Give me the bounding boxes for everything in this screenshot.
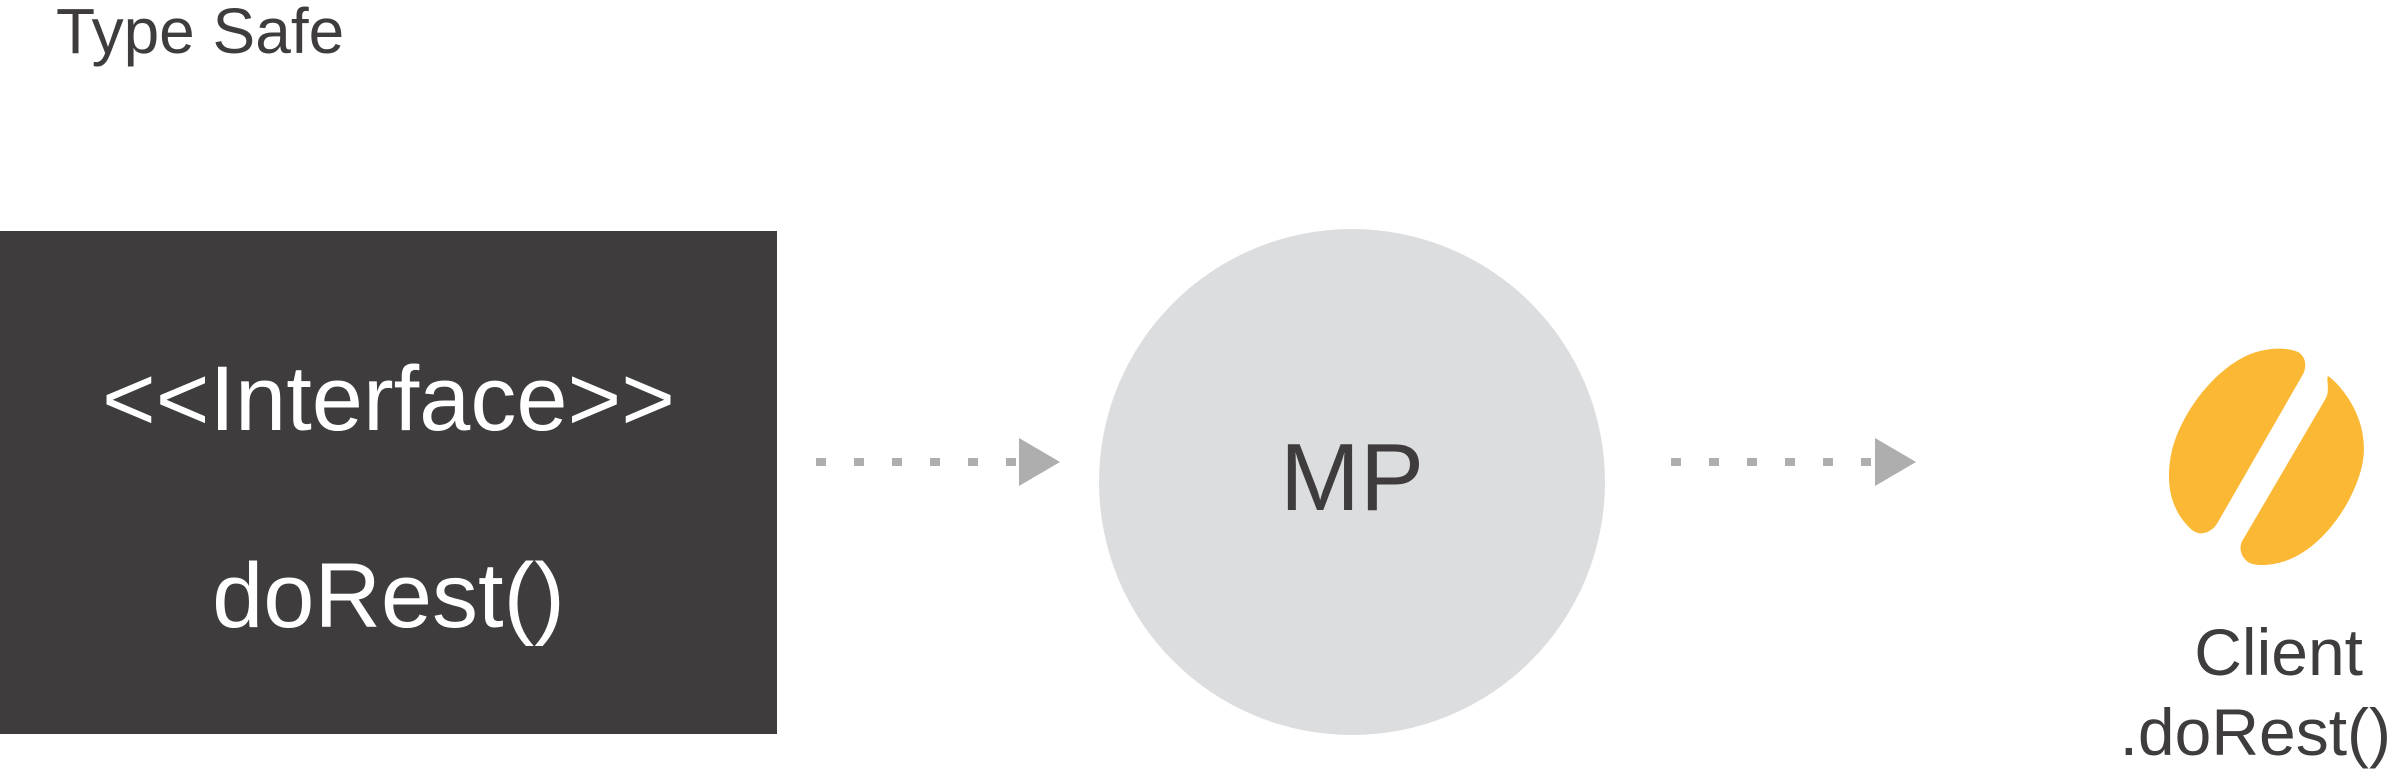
arrow-interface-to-mp xyxy=(816,438,1060,486)
mp-node-label: MP xyxy=(1280,424,1424,531)
diagram-title: Type Safe xyxy=(56,0,345,67)
arrowhead xyxy=(1019,438,1060,486)
interface-box xyxy=(0,231,777,734)
coffee-bean-icon xyxy=(2168,348,2364,565)
mp-node-circle xyxy=(1099,229,1605,735)
interface-method-label: doRest() xyxy=(212,545,565,647)
client-node-label: Client xyxy=(2194,615,2363,689)
client-method-label: .doRest() xyxy=(2119,695,2391,769)
arrow-mp-to-client xyxy=(1671,438,1916,486)
interface-stereotype-label: <<Interface>> xyxy=(102,348,675,450)
arrowhead xyxy=(1875,438,1916,486)
